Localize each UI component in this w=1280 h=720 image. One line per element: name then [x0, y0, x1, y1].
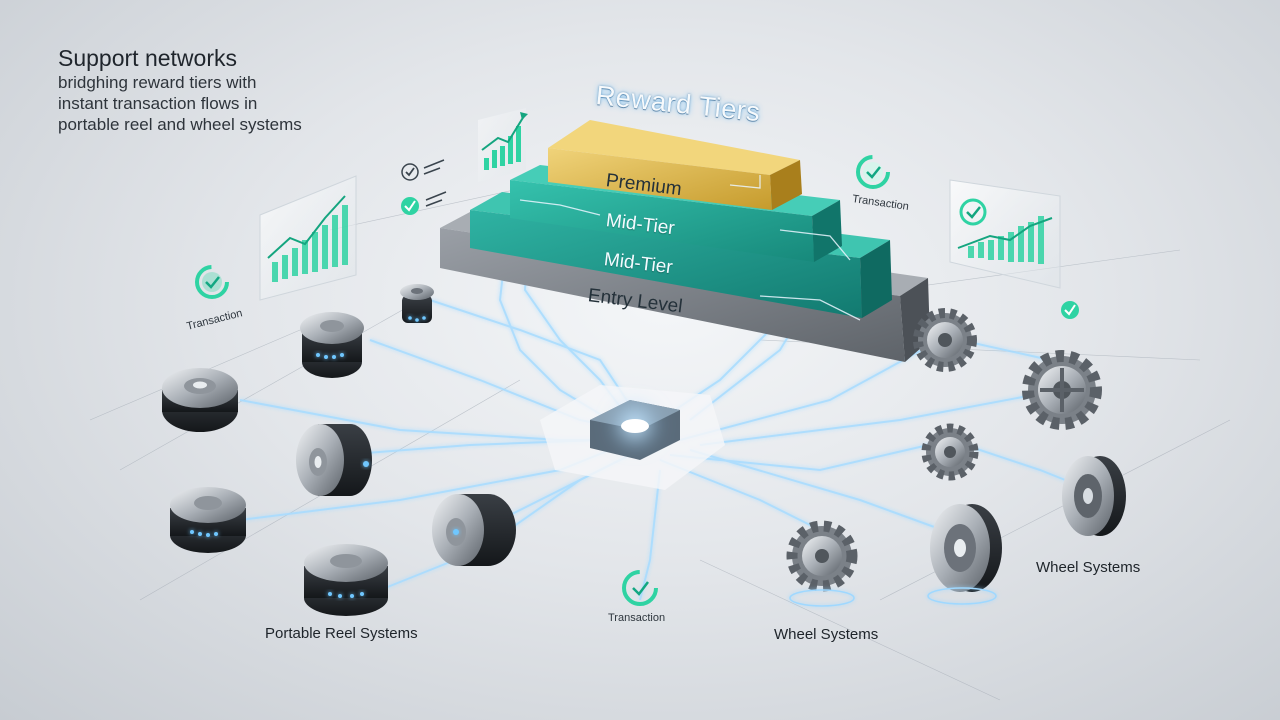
portable-reel-systems-label: Portable Reel Systems: [265, 625, 418, 642]
checkmark-icon: [622, 570, 658, 606]
wheel-icon: [927, 504, 1002, 605]
headline-subtitle-line: bridghing reward tiers with: [58, 73, 257, 92]
checkmark-icon: [401, 159, 447, 215]
headline-title: Support networks: [58, 45, 237, 71]
wheel-systems-label-center: Wheel Systems: [774, 626, 879, 643]
gear-icon: [786, 520, 858, 607]
hub-icon: [540, 385, 725, 490]
reel-icon: [162, 368, 238, 432]
checkmark-icon: [856, 155, 890, 189]
reel-icon: [400, 284, 434, 323]
trend-chart-icon: [478, 108, 528, 182]
trend-chart-icon: [259, 175, 357, 301]
headline-block: Support networks bridghing reward tiers …: [58, 44, 418, 135]
gear-icon: [1022, 350, 1102, 430]
tier-premium: [548, 120, 800, 175]
reel-icon: [170, 487, 246, 553]
reel-icon: [432, 494, 516, 566]
checkmark-icon: [1061, 301, 1079, 319]
headline-subtitle-line: portable reel and wheel systems: [58, 115, 302, 134]
trend-chart-icon: [949, 179, 1061, 289]
transaction-label-bottom: Transaction: [608, 612, 666, 624]
gear-icon: [913, 308, 977, 372]
reward-tier-stack: [440, 120, 930, 362]
reel-icon: [300, 312, 364, 378]
wheel-icon: [1062, 456, 1126, 536]
wheel-systems-label-right: Wheel Systems: [1036, 559, 1141, 576]
reel-icon: [296, 424, 372, 496]
checkmark-icon: [195, 265, 229, 299]
gear-icon: [921, 423, 979, 481]
reel-icon: [304, 544, 388, 616]
headline-subtitle-line: instant transaction flows in: [58, 94, 258, 113]
